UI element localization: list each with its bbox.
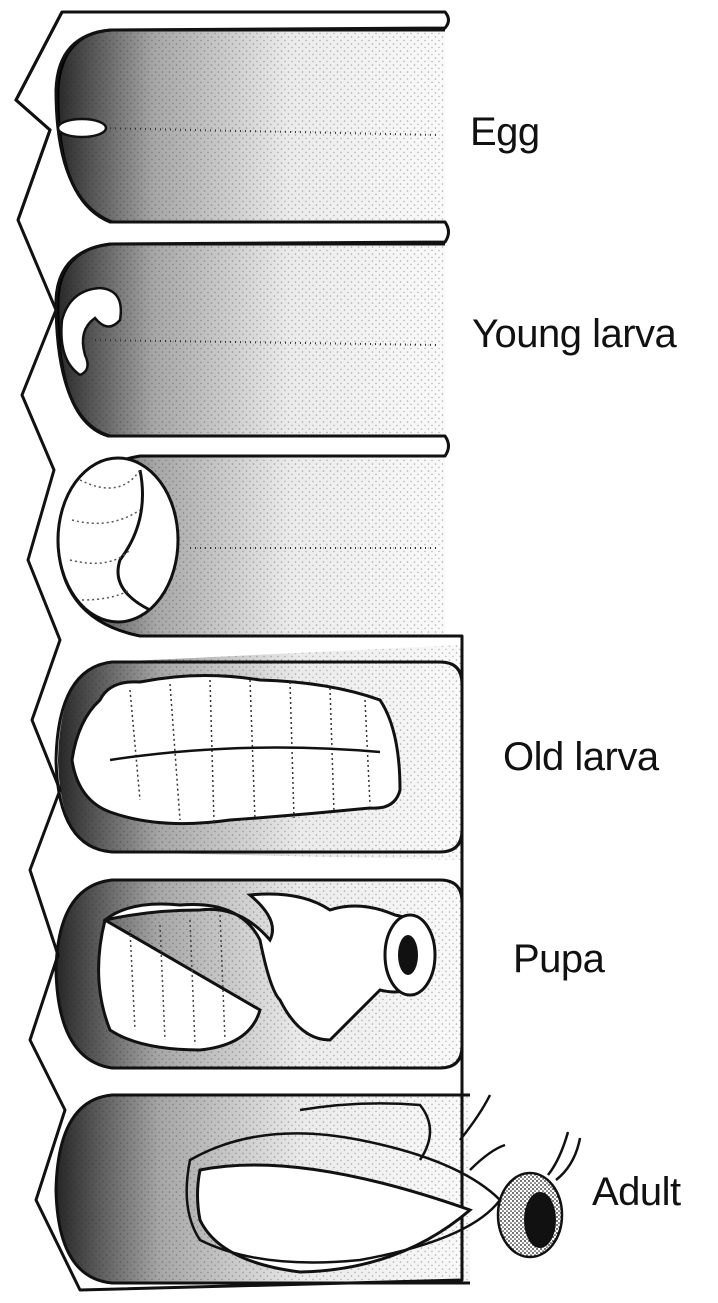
comb-wall-inner — [16, 12, 62, 220]
label-pupa: Pupa — [513, 937, 604, 982]
cell-larva-curled — [58, 456, 445, 636]
label-old-larva: Old larva — [503, 735, 659, 780]
label-adult: Adult — [592, 1170, 681, 1215]
pupa-eye — [398, 935, 418, 975]
label-young-larva: Young larva — [472, 312, 676, 357]
cell-pupa — [56, 880, 462, 1068]
cell-young-larva — [56, 244, 445, 436]
label-egg: Egg — [470, 110, 540, 155]
cell-adult — [56, 1095, 580, 1283]
adult-antenna — [548, 1132, 580, 1180]
curled-larva-shape — [58, 458, 178, 622]
cell-egg — [56, 30, 445, 222]
cell-old-larva — [56, 645, 462, 860]
egg-shape — [58, 119, 106, 137]
adult-eye — [524, 1192, 556, 1248]
